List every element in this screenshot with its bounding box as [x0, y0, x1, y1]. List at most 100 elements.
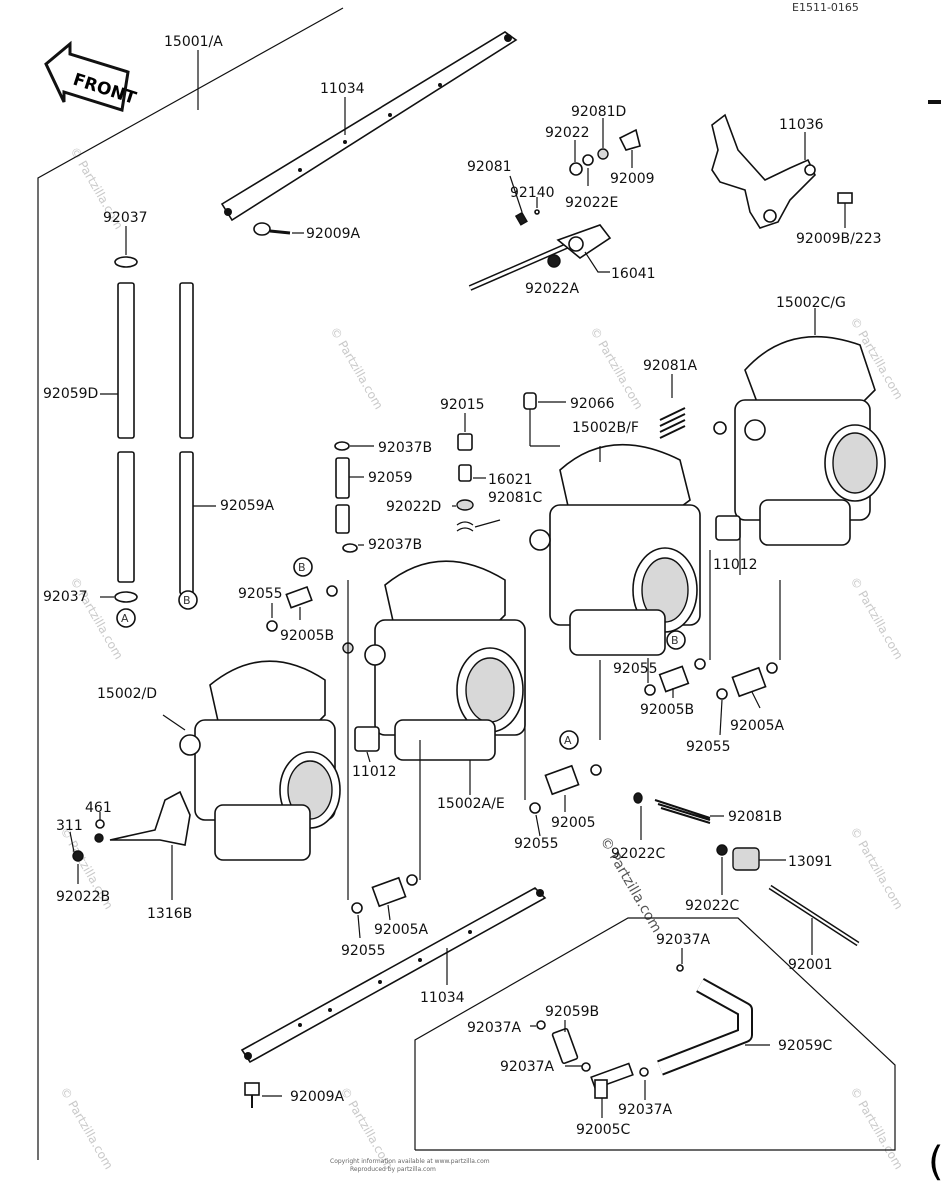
label-92059d: 92059D	[43, 386, 98, 402]
jet-group	[456, 392, 560, 532]
leader	[69, 831, 75, 853]
carburetor-15002cg	[713, 335, 886, 546]
label-92005a-left: 92005A	[374, 922, 429, 938]
hose-92059	[334, 441, 358, 553]
spring-92081a	[659, 407, 686, 439]
label-15002cg: 15002C/G	[776, 295, 846, 311]
label-92022c-1: 92022C	[611, 846, 666, 862]
fittings	[266, 515, 778, 914]
label-1316b: 1316B	[147, 906, 192, 922]
sub-assembly-outline	[414, 917, 896, 1151]
label-92066: 92066	[570, 396, 615, 412]
label-15002bf: 15002B/F	[572, 420, 639, 436]
fuel-rail-top	[220, 31, 518, 222]
fuel-rail-bottom	[240, 887, 547, 1064]
leader	[357, 914, 361, 939]
label-92055-right2: 92055	[686, 739, 731, 755]
label-92022b: 92022B	[56, 889, 110, 905]
label-92037a-2: 92037A	[467, 1020, 522, 1036]
clamp-92037-top	[114, 256, 138, 268]
leader	[719, 699, 723, 736]
hose-92059c	[657, 978, 753, 1076]
label-92081b: 92081B	[728, 809, 782, 825]
label-92140: 92140	[510, 185, 555, 201]
hose-92059d	[117, 282, 135, 583]
label-92081a: 92081A	[643, 358, 698, 374]
label-92022: 92022	[545, 125, 590, 141]
leader	[366, 751, 371, 763]
assembly-outline	[37, 7, 344, 1160]
diagram-code: E1511-0165	[792, 1, 859, 14]
corner-glyph: (	[928, 1139, 941, 1185]
ref-b-mid: B	[293, 557, 313, 577]
label-16041: 16041	[611, 266, 656, 282]
bracket-11036	[711, 113, 816, 229]
label-92059b: 92059B	[545, 1004, 599, 1020]
ref-a-left: A	[116, 608, 136, 628]
label-92059: 92059	[368, 470, 413, 486]
label-92001: 92001	[788, 957, 833, 973]
label-92005: 92005	[551, 815, 596, 831]
ref-a-label: A	[121, 612, 129, 625]
label-92081d: 92081D	[571, 104, 626, 120]
watermark-9: © Partzilla.com	[57, 1085, 115, 1172]
label-92022d: 92022D	[386, 499, 441, 515]
label-92005a-right: 92005A	[730, 718, 785, 734]
ref-a-label: A	[564, 734, 572, 747]
watermark-8: © Partzilla.com	[847, 825, 905, 912]
leader	[162, 714, 186, 731]
leader	[535, 814, 541, 837]
label-92022e: 92022E	[565, 195, 618, 211]
carburetor-15002d	[179, 660, 341, 861]
label-311: 311	[56, 818, 83, 834]
label-92005c: 92005C	[576, 1122, 631, 1138]
label-461: 461	[85, 800, 112, 816]
footer-reproduced: Reproduced by partzilla.com	[350, 1166, 436, 1173]
ref-a-mid: A	[559, 730, 579, 750]
watermark-6: © Partzilla.com	[847, 575, 905, 662]
label-92037a-3: 92037A	[500, 1059, 555, 1075]
carburetor-15002bf	[529, 443, 701, 656]
leader	[387, 904, 391, 921]
lever-1316b	[72, 790, 191, 862]
label-92005b-left: 92005B	[280, 628, 334, 644]
label-92022a: 92022A	[525, 281, 580, 297]
label-92009a-top: 92009A	[306, 226, 361, 242]
label-11034-bottom: 11034	[420, 990, 465, 1006]
leader	[474, 519, 501, 528]
label-92081c: 92081C	[488, 490, 543, 506]
label-92037b-2: 92037B	[368, 537, 422, 553]
label-92015: 92015	[440, 397, 485, 413]
label-92055-right: 92055	[613, 661, 658, 677]
ref-b-left: B	[178, 590, 198, 610]
label-92037b-1: 92037B	[378, 440, 432, 456]
label-92059a: 92059A	[220, 498, 275, 514]
hose-92059b	[551, 1027, 579, 1065]
mixture-screw	[633, 792, 860, 947]
label-92009: 92009	[610, 171, 655, 187]
label-13091: 13091	[788, 854, 833, 870]
bolt-92009b	[837, 192, 853, 212]
label-92009b: 92009B/223	[796, 231, 882, 247]
label-15002d: 15002/D	[97, 686, 157, 702]
hose-92059a	[179, 282, 194, 595]
label-15001a: 15001/A	[164, 34, 223, 50]
label-92081: 92081	[467, 159, 512, 175]
label-92059c: 92059C	[778, 1038, 833, 1054]
label-92055-left: 92055	[238, 586, 283, 602]
screw-92009a-bottom	[244, 1082, 260, 1108]
screw-92009a-top	[253, 222, 291, 236]
watermark-2: © Partzilla.com	[327, 325, 385, 412]
label-92022c-2: 92022C	[685, 898, 740, 914]
leader	[751, 691, 761, 709]
label-92009a-bottom: 92009A	[290, 1089, 345, 1105]
fitting-92005c	[536, 964, 684, 1099]
label-11034-top: 11034	[320, 81, 365, 97]
ref-b-label: B	[671, 634, 679, 647]
label-92037-top: 92037	[103, 210, 148, 226]
label-92037a-4: 92037A	[618, 1102, 673, 1118]
edge-mark	[928, 100, 941, 104]
label-92037a-1: 92037A	[656, 932, 711, 948]
ref-b-right: B	[666, 630, 686, 650]
